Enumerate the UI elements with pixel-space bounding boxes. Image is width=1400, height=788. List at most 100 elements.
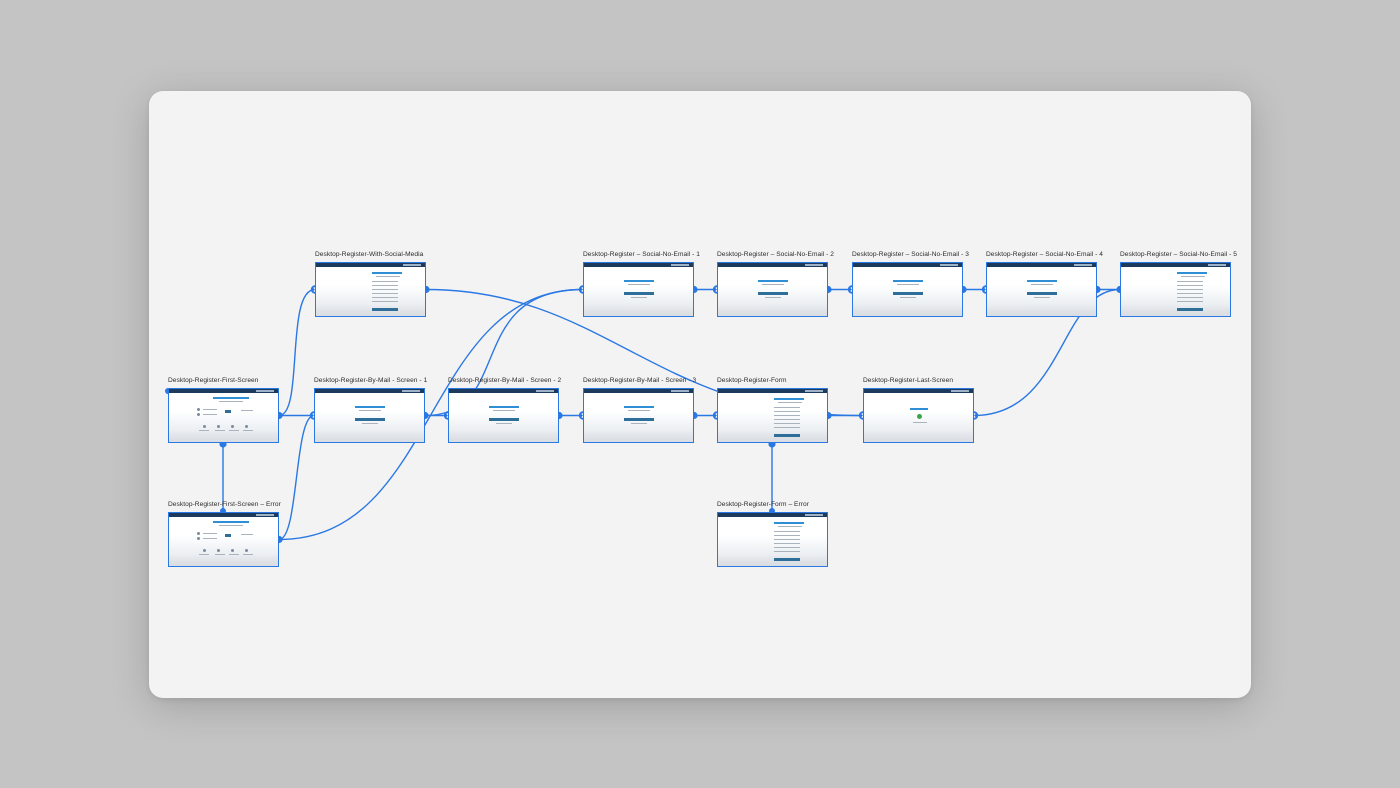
thumbnail-detail [359,410,381,411]
artboard-mail1[interactable] [314,388,425,443]
artboard-title[interactable]: Desktop-Register-Last-Screen [863,377,954,384]
thumbnail-detail [774,539,800,540]
thumbnail-detail [231,425,234,428]
thumbnail-detail [1034,297,1050,298]
artboard-sne1[interactable] [583,262,694,317]
artboard-with-social[interactable] [315,262,426,317]
thumbnail-detail [774,423,800,424]
thumbnail-detail [372,301,398,302]
thumbnail-detail [225,534,231,537]
thumbnail-detail [631,297,647,298]
thumbnail-landscape [449,430,558,442]
thumbnail-detail [362,423,378,424]
thumbnail-detail [774,427,800,428]
thumbnail-detail [225,410,231,413]
thumbnail-detail [372,289,398,290]
thumbnail-landscape [718,554,827,566]
thumbnail-detail [624,280,654,282]
artboard-mail2[interactable] [448,388,559,443]
thumbnail-detail [219,525,243,526]
thumbnail-detail [241,410,253,411]
thumbnail-detail [765,297,781,298]
thumbnail-detail [203,409,217,410]
thumbnail-detail [199,554,209,555]
thumbnail-header-bar [316,263,425,267]
artboard-title[interactable]: Desktop-Register-Form – Error [717,501,809,508]
artboard-sne5[interactable] [1120,262,1231,317]
thumbnail-header-bar [584,263,693,267]
thumbnail-landscape [316,304,425,316]
artboard-first[interactable] [168,388,279,443]
thumbnail-detail [762,284,784,285]
thumbnail-detail [231,549,234,552]
thumbnail-detail [1027,292,1057,295]
artboard-title[interactable]: Desktop-Register-By-Mail - Screen - 1 [314,377,428,384]
thumbnail-landscape [1121,304,1230,316]
thumbnail-landscape [315,430,424,442]
thumbnail-detail [197,537,200,540]
artboard-title[interactable]: Desktop-Register-First-Screen – Error [168,501,281,508]
thumbnail-detail [774,543,800,544]
thumbnail-detail [774,398,804,400]
thumbnail-landscape [864,430,973,442]
thumbnail-detail [1177,297,1203,298]
thumbnail-detail [774,547,800,548]
artboard-sne2[interactable] [717,262,828,317]
thumbnail-detail [496,423,512,424]
thumbnail-detail [243,554,253,555]
artboard-sne3[interactable] [852,262,963,317]
thumbnail-detail [203,425,206,428]
thumbnail-detail [774,419,800,420]
artboard-title[interactable]: Desktop-Register – Social-No-Email - 3 [852,251,969,258]
thumbnail-detail [229,430,239,431]
thumbnail-detail [778,526,802,527]
thumbnail-detail [631,423,647,424]
thumbnail-detail [489,406,519,408]
artboard-last[interactable] [863,388,974,443]
artboard-title[interactable]: Desktop-Register-By-Mail - Screen - 3 [583,377,697,384]
thumbnail-detail [913,422,927,423]
thumbnail-detail [1181,276,1205,277]
artboard-sne4[interactable] [986,262,1097,317]
thumbnail-header-bar [853,263,962,267]
thumbnail-detail [213,397,249,399]
artboard-title[interactable]: Desktop-Register-By-Mail - Screen - 2 [448,377,562,384]
thumbnail-detail [213,521,249,523]
thumbnail-detail [628,284,650,285]
thumbnail-detail [900,297,916,298]
thumbnail-header-bar [169,389,278,393]
thumbnail-header-bar [315,389,424,393]
thumbnail-detail [624,292,654,295]
artboard-title[interactable]: Desktop-Register-First-Screen [168,377,259,384]
artboard-title[interactable]: Desktop-Register – Social-No-Email - 4 [986,251,1103,258]
artboard-title[interactable]: Desktop-Register – Social-No-Email - 2 [717,251,834,258]
thumbnail-detail [910,408,928,410]
thumbnail-detail [758,280,788,282]
thumbnail-detail [203,414,217,415]
thumbnail-landscape [853,304,962,316]
artboard-form[interactable] [717,388,828,443]
thumbnail-detail [372,285,398,286]
thumbnail-detail [197,532,200,535]
thumbnail-header-bar [449,389,558,393]
artboard-form-err[interactable] [717,512,828,567]
thumbnail-detail [624,406,654,408]
artboard-title[interactable]: Desktop-Register-Form [717,377,787,384]
thumbnail-detail [372,297,398,298]
thumbnail-header-bar [864,389,973,393]
thumbnail-detail [219,401,243,402]
thumbnail-detail [203,538,217,539]
artboard-title[interactable]: Desktop-Register-With-Social-Media [315,251,424,258]
thumbnail-detail [372,308,398,311]
thumbnail-detail [203,549,206,552]
artboard-mail3[interactable] [583,388,694,443]
thumbnail-detail [1177,301,1203,302]
thumbnail-landscape [584,304,693,316]
thumbnail-detail [774,407,800,408]
thumbnail-detail [893,280,923,282]
artboard-title[interactable]: Desktop-Register – Social-No-Email - 5 [1120,251,1237,258]
artboard-first-err[interactable] [168,512,279,567]
thumbnail-header-bar [584,389,693,393]
artboard-title[interactable]: Desktop-Register – Social-No-Email - 1 [583,251,700,258]
thumbnail-header-bar [718,263,827,267]
